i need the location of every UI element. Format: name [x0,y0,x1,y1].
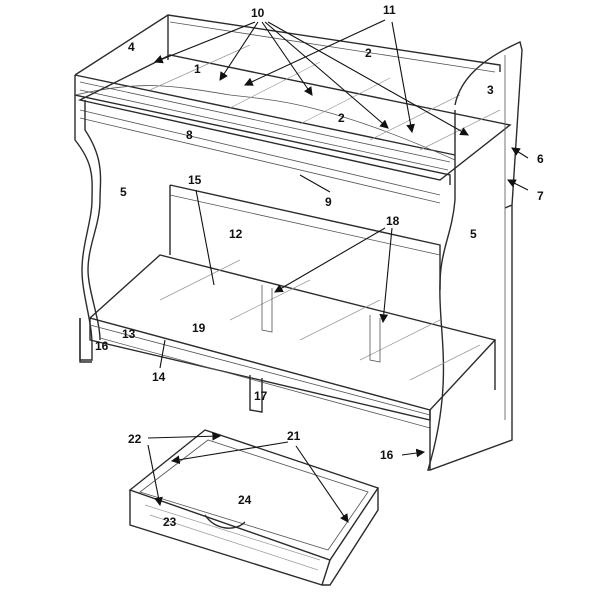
leader-21-a [170,441,289,465]
drawer-front-panel [129,488,379,586]
callout-2-top: 2 [365,46,372,60]
leader-14 [159,339,166,369]
top-rail-wave [74,85,456,161]
leader-11-a [244,19,386,86]
support-leg-17 [249,375,263,413]
leader-10-d [264,21,389,129]
callout-19: 19 [192,321,206,335]
drawer-handle-cutout [204,514,246,529]
callout-13: 13 [122,327,136,341]
callout-16-left: 16 [95,339,109,353]
callout-12: 12 [229,227,243,241]
top-front-rail-top [74,74,456,156]
headboard-panel [454,41,523,209]
leader-18-a [274,227,386,293]
leader-10-b [219,21,259,81]
back-panel [169,184,441,290]
callout-labels: 10 11 4 1 2 2 3 8 6 7 9 5 5 15 12 18 13 … [95,3,544,529]
lower-support-posts [261,285,381,363]
drawer-top-outline [128,429,380,561]
leader-22-a [147,431,222,441]
callout-3: 3 [487,83,494,97]
callout-7: 7 [537,189,544,203]
lower-front-rail-inner [89,324,431,429]
top-front-rail [74,75,451,185]
left-side-panel-back [84,100,102,341]
callout-10: 10 [251,6,265,20]
callout-22: 22 [128,432,142,446]
right-side-panel [427,110,513,471]
leader-lines [147,19,529,523]
callout-11: 11 [383,3,396,17]
leader-10-c [261,21,313,96]
leader-7 [507,179,529,191]
callout-21: 21 [287,429,301,443]
drawer-inner-outline [139,439,369,551]
callout-9: 9 [325,195,332,209]
leader-21-b [295,445,349,523]
back-panel-rail [169,194,441,256]
callout-1: 1 [194,62,201,76]
leader-22-b [147,444,163,507]
leader-9 [299,174,331,193]
callout-17: 17 [254,389,268,403]
lower-slats [159,259,481,381]
callout-6: 6 [537,152,544,166]
leader-15 [195,189,215,286]
lower-bed-base [88,254,497,411]
support-leg-16-left [79,318,92,363]
callout-4: 4 [128,40,135,54]
top-rail-inner [79,21,496,171]
callout-23: 23 [163,515,177,529]
callout-5-left: 5 [120,185,127,199]
drawer [128,429,380,586]
callout-24: 24 [238,493,252,507]
callout-8: 8 [186,128,193,142]
upper-bed-base [77,54,512,181]
leader-18-b [379,227,393,324]
upper-slats [149,44,501,151]
callout-2-mid: 2 [338,111,345,125]
callout-14: 14 [152,370,166,384]
leader-16-b [401,448,426,458]
leader-10-a [153,21,256,64]
lower-right-rail [429,340,496,470]
leader-10-e [267,21,469,136]
callout-18: 18 [386,214,400,228]
top-back-rail [74,14,501,76]
lower-front-rail [89,318,431,421]
callout-16-right: 16 [380,448,394,462]
leader-6 [511,147,529,159]
callout-5-right: 5 [470,227,477,241]
upper-rail-8 [79,109,441,204]
callout-15: 15 [188,173,202,187]
drawer-bottom-lines [144,504,321,571]
leader-11-b [391,21,415,134]
bed-frame [74,14,523,471]
